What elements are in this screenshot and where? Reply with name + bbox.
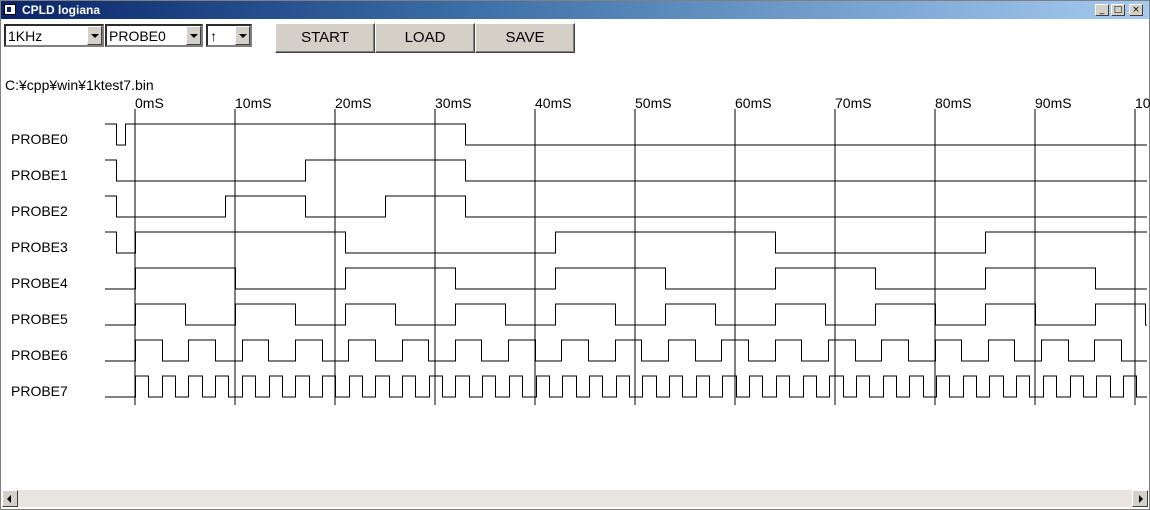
probe-waveform	[105, 303, 1147, 326]
probe-label: PROBE5	[11, 311, 68, 327]
trigger-edge-value: ↑	[210, 28, 217, 44]
probe-waveform	[105, 375, 1147, 398]
chevron-down-icon[interactable]	[235, 26, 250, 45]
start-button[interactable]: START	[275, 23, 375, 53]
trigger-probe-select[interactable]: PROBE0	[105, 24, 203, 47]
time-label: 10	[1135, 95, 1150, 111]
probe-waveform	[105, 267, 1147, 290]
minimize-button[interactable]: _	[1095, 4, 1109, 16]
probe-label: PROBE6	[11, 347, 68, 363]
close-button[interactable]: ×	[1129, 4, 1143, 16]
time-label: 30mS	[435, 95, 472, 111]
trigger-edge-select[interactable]: ↑	[206, 24, 252, 47]
probe-waveform	[105, 123, 1147, 146]
probe-label: PROBE1	[11, 167, 68, 183]
probe-waveform	[105, 159, 1147, 182]
sample-rate-select[interactable]: 1KHz	[4, 24, 104, 47]
probe-label: PROBE0	[11, 131, 68, 147]
time-label: 40mS	[535, 95, 572, 111]
chevron-down-icon[interactable]	[186, 26, 201, 45]
probe-waveform	[105, 195, 1147, 218]
probe-label: PROBE3	[11, 239, 68, 255]
file-path: C:¥cpp¥win¥1ktest7.bin	[5, 77, 154, 93]
maximize-button[interactable]: □	[1111, 4, 1125, 16]
waveform-area	[105, 109, 1147, 405]
load-button[interactable]: LOAD	[375, 23, 475, 53]
time-label: 60mS	[735, 95, 772, 111]
time-label: 50mS	[635, 95, 672, 111]
probe-waveform	[105, 339, 1147, 362]
horizontal-scrollbar[interactable]	[2, 490, 1148, 507]
trigger-probe-value: PROBE0	[109, 28, 166, 44]
probe-waveform	[105, 231, 1147, 254]
window-title: CPLD logiana	[22, 3, 101, 17]
probe-label: PROBE7	[11, 383, 68, 399]
probe-label: PROBE2	[11, 203, 68, 219]
title-bar[interactable]: CPLD logiana _ □ ×	[1, 1, 1149, 19]
chevron-down-icon[interactable]	[87, 26, 102, 45]
time-label: 10mS	[235, 95, 272, 111]
scroll-right-arrow-icon[interactable]	[1132, 490, 1148, 507]
time-label: 90mS	[1035, 95, 1072, 111]
time-label: 0mS	[135, 95, 164, 111]
time-label: 80mS	[935, 95, 972, 111]
probe-label: PROBE4	[11, 275, 68, 291]
scroll-left-arrow-icon[interactable]	[2, 490, 18, 507]
app-icon	[4, 4, 16, 15]
save-button[interactable]: SAVE	[475, 23, 575, 53]
time-label: 20mS	[335, 95, 372, 111]
sample-rate-value: 1KHz	[8, 28, 43, 44]
time-label: 70mS	[835, 95, 872, 111]
